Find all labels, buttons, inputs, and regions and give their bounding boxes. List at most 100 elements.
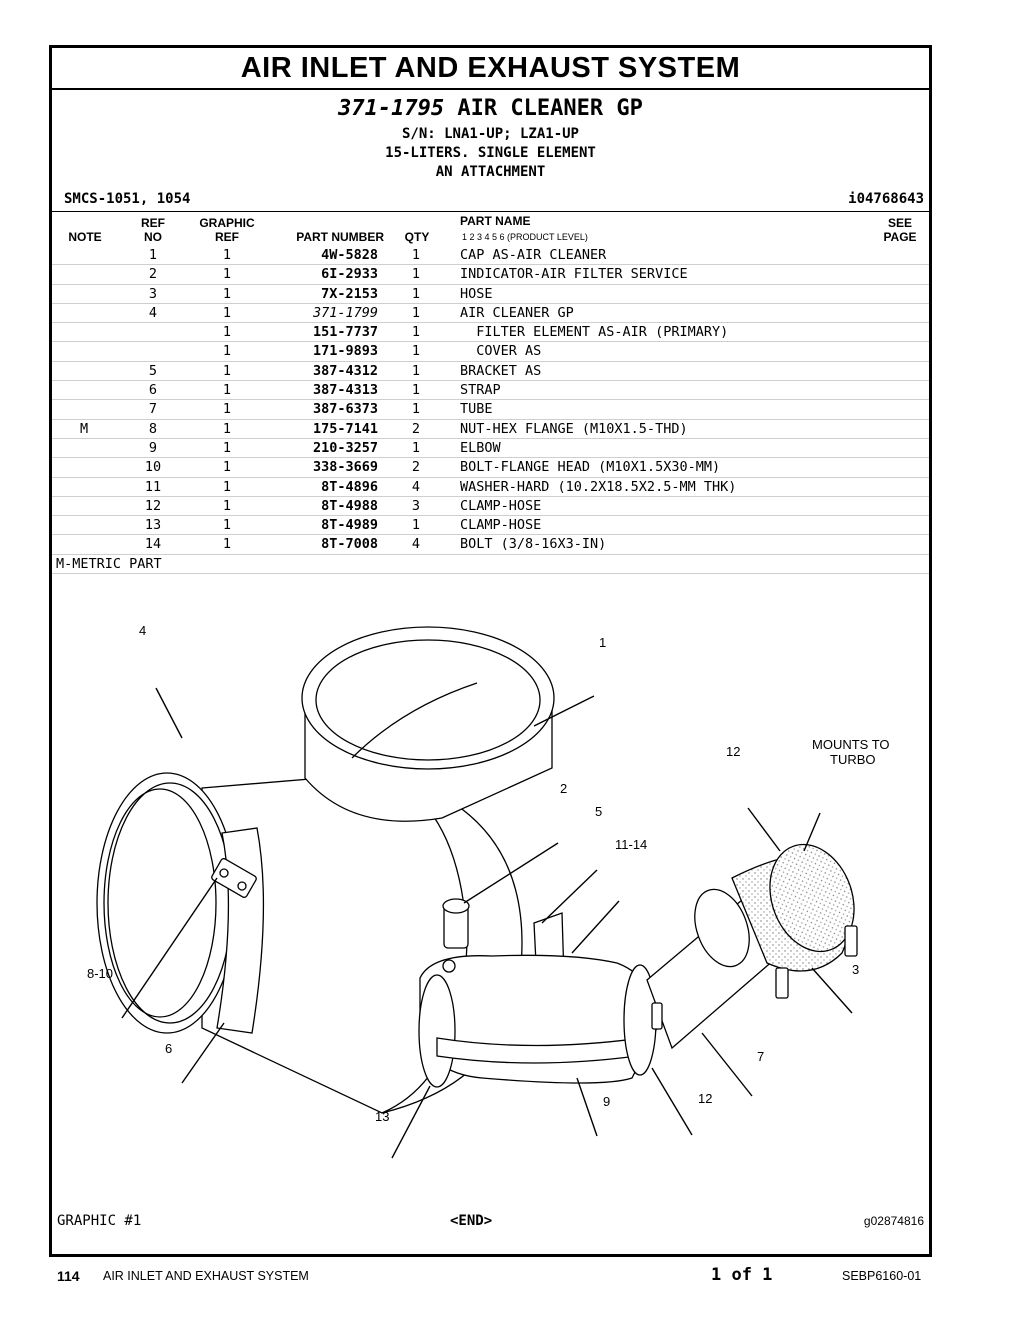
cell-graphic: 1 — [222, 382, 232, 399]
cell-pn: 8T-4989 — [321, 517, 378, 534]
cell-qty: 1 — [411, 343, 421, 360]
cell-pn: 338-3669 — [312, 459, 378, 476]
cell-name: CAP AS-AIR CLEANER — [460, 247, 607, 263]
cell-qty: 1 — [411, 285, 421, 302]
header-rule — [52, 211, 929, 212]
cell-pn: 4W-5828 — [321, 247, 378, 263]
col-graphic-top: GRAPHIC — [199, 216, 255, 230]
cell-pn: 171-9893 — [312, 343, 378, 360]
cell-name: WASHER-HARD (10.2X18.5X2.5-MM THK) — [460, 478, 737, 495]
group-part-number: 371-1795 — [338, 96, 445, 121]
cell-name: ELBOW — [460, 439, 501, 456]
cell-name: CLAMP-HOSE — [460, 517, 542, 534]
elbow — [419, 954, 658, 1084]
cell-pn: 8T-4896 — [321, 478, 378, 495]
page-frame: AIR INLET AND EXHAUST SYSTEM 371-1795 AI… — [49, 45, 932, 1257]
cell-graphic: 1 — [222, 401, 232, 418]
table-row: 10 1 338-3669 2 BOLT-FLANGE HEAD (M10X1.5X30… — [52, 458, 929, 478]
cell-name: FILTER ELEMENT AS-AIR (PRIMARY) — [460, 324, 729, 341]
col-see-bottom: PAGE — [883, 230, 917, 244]
hose-clamp-bolt — [844, 925, 858, 957]
cell-pn: 371-1799 — [312, 304, 378, 321]
cell-pn: 7X-2153 — [321, 285, 378, 302]
cell-graphic: 1 — [222, 439, 232, 456]
col-note: NOTE — [68, 230, 102, 244]
cell-qty: 2 — [411, 459, 421, 476]
title-bar: AIR INLET AND EXHAUST SYSTEM — [52, 48, 929, 90]
graphic-label: GRAPHIC #1 — [57, 1213, 142, 1229]
cell-qty: 4 — [411, 478, 421, 495]
cell-ref: 10 — [144, 459, 162, 476]
cell-graphic: 1 — [222, 247, 232, 263]
cell-ref: 9 — [148, 439, 158, 456]
cell-pn: 387-6373 — [312, 401, 378, 418]
col-part-number: PART NUMBER — [296, 230, 384, 244]
metric-note: M-METRIC PART — [56, 555, 162, 572]
cell-graphic: 1 — [222, 324, 232, 341]
serial-range: S/N: LNA1-UP; LZA1-UP — [401, 126, 579, 142]
cell-qty: 1 — [411, 382, 421, 399]
cell-graphic: 1 — [222, 459, 232, 476]
cell-note: M — [80, 420, 89, 437]
cell-name: AIR CLEANER GP — [460, 304, 574, 321]
cell-pn: 387-4312 — [312, 362, 378, 379]
cell-name: INDICATOR-AIR FILTER SERVICE — [460, 266, 688, 283]
cell-qty: 1 — [411, 324, 421, 341]
cell-ref: 2 — [148, 266, 158, 283]
graphic-id: g02874816 — [863, 1214, 924, 1228]
page-number: 114 — [57, 1268, 80, 1284]
cell-pn: 151-7737 — [312, 324, 378, 341]
col-graphic-bottom: REF — [215, 230, 239, 244]
cell-qty: 1 — [411, 439, 421, 456]
cell-name: BRACKET AS — [460, 362, 542, 379]
cell-ref: 14 — [144, 536, 162, 553]
cell-name: STRAP — [460, 382, 501, 399]
cell-ref: 3 — [148, 285, 158, 302]
system-title: AIR INLET AND EXHAUST SYSTEM — [240, 52, 741, 84]
cell-graphic: 1 — [222, 266, 232, 283]
page-of: 1 of 1 — [711, 1265, 773, 1285]
cell-pn: 6I-2933 — [321, 266, 378, 283]
cell-graphic: 1 — [222, 536, 232, 553]
cell-ref: 13 — [144, 517, 162, 534]
cell-graphic: 1 — [222, 497, 232, 514]
cell-graphic: 1 — [222, 517, 232, 534]
cell-name: NUT-HEX FLANGE (M10X1.5-THD) — [460, 420, 688, 437]
cell-graphic: 1 — [222, 478, 232, 495]
cell-graphic: 1 — [222, 420, 232, 437]
col-ref-bottom: NO — [144, 230, 162, 244]
cell-ref: 5 — [148, 362, 158, 379]
document-number: SEBP6160-01 — [842, 1269, 922, 1283]
col-ref-top: REF — [141, 216, 165, 230]
cell-ref: 7 — [148, 401, 158, 418]
cell-pn: 8T-7008 — [321, 536, 378, 553]
cell-ref: 6 — [148, 382, 158, 399]
cell-graphic: 1 — [222, 362, 232, 379]
cell-graphic: 1 — [222, 343, 232, 360]
cell-qty: 1 — [411, 401, 421, 418]
group-title: 371-1795 AIR CLEANER GP — [52, 96, 929, 121]
cell-qty: 1 — [411, 247, 421, 263]
metric-note-row: M-METRIC PART — [52, 555, 929, 575]
cell-name: BOLT-FLANGE HEAD (M10X1.5X30-MM) — [460, 459, 721, 476]
cell-qty: 1 — [411, 304, 421, 321]
illustration-id: i04768643 — [848, 191, 924, 207]
cell-pn: 175-7141 — [312, 420, 378, 437]
cell-qty: 4 — [411, 536, 421, 553]
cell-ref: 12 — [144, 497, 162, 514]
table-row: 1 171-9893 1 COVER AS — [52, 342, 929, 362]
col-see-top: SEE — [887, 216, 912, 230]
cell-name: COVER AS — [460, 343, 542, 360]
